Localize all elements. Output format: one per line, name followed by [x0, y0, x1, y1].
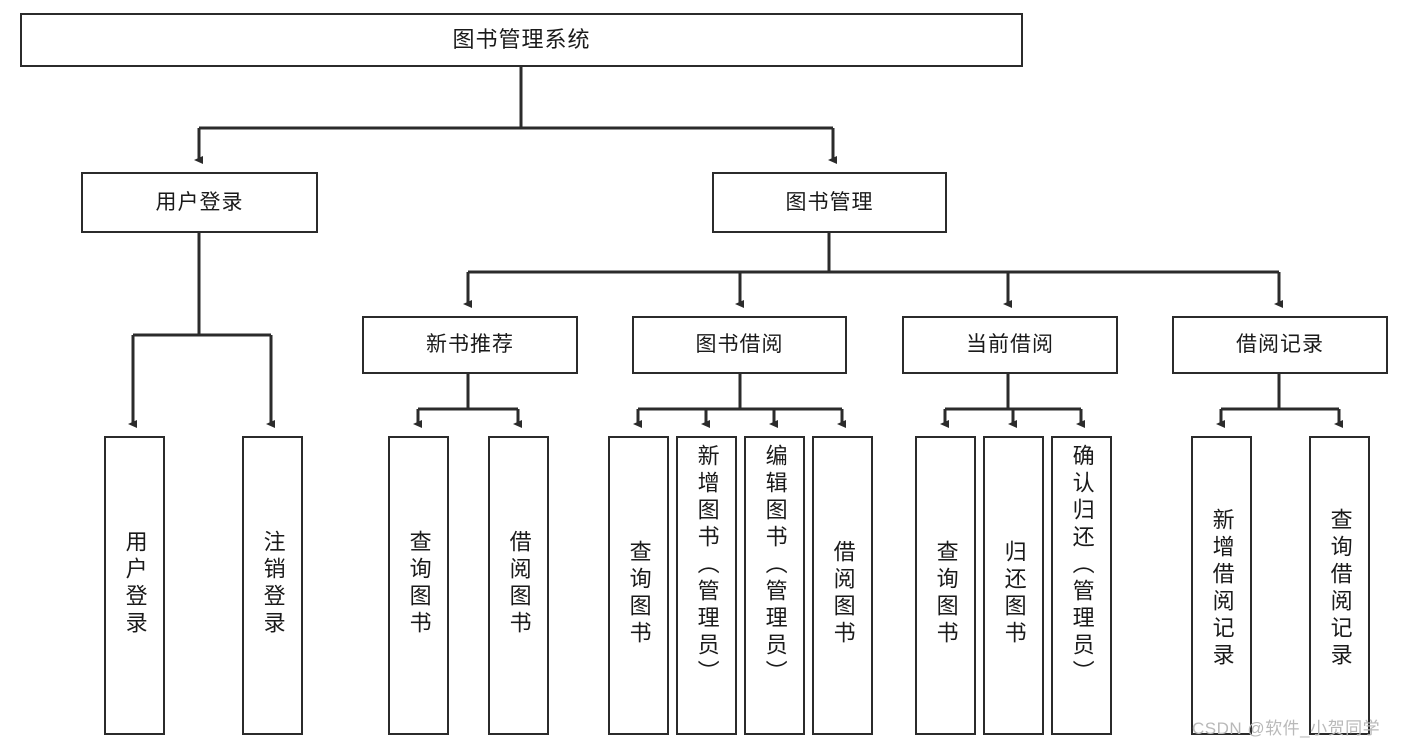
- leaf-query-borrow-record[interactable]: 查询借阅记录: [1309, 436, 1370, 735]
- node-label: 新书推荐: [426, 333, 514, 357]
- leaf-label: 新增借阅记录: [1209, 508, 1235, 670]
- leaf-return-book[interactable]: 归还图书: [983, 436, 1044, 735]
- leaf-confirm-return-admin[interactable]: 确认归还（管理员）: [1051, 436, 1112, 735]
- leaf-borrow-book[interactable]: 借阅图书: [812, 436, 873, 735]
- node-user-login[interactable]: 用户登录: [81, 172, 318, 233]
- node-book-borrow[interactable]: 图书借阅: [632, 316, 847, 374]
- node-label: 图书管理: [785, 190, 874, 214]
- leaf-label: 注销登录: [260, 530, 286, 638]
- leaf-label: 确认归还（管理员）: [1069, 444, 1095, 687]
- leaf-label: 查询借阅记录: [1327, 508, 1353, 670]
- leaf-label: 借阅图书: [830, 540, 856, 648]
- leaf-label: 查询图书: [933, 540, 959, 648]
- leaf-label: 查询图书: [626, 540, 652, 648]
- leaf-user-login[interactable]: 用户登录: [104, 436, 165, 735]
- leaf-label: 用户登录: [122, 530, 148, 638]
- leaf-label: 归还图书: [1001, 540, 1027, 648]
- node-label: 图书借阅: [695, 333, 784, 357]
- leaf-label: 查询图书: [406, 530, 432, 638]
- node-label: 图书管理系统: [452, 26, 591, 52]
- node-label: 借阅记录: [1236, 333, 1324, 357]
- leaf-logout[interactable]: 注销登录: [242, 436, 303, 735]
- leaf-query-book-new[interactable]: 查询图书: [388, 436, 449, 735]
- leaf-label: 新增图书（管理员）: [694, 444, 720, 687]
- leaf-query-book-borrow[interactable]: 查询图书: [608, 436, 669, 735]
- leaf-query-book-current[interactable]: 查询图书: [915, 436, 976, 735]
- node-borrow-record[interactable]: 借阅记录: [1172, 316, 1388, 374]
- leaf-label: 借阅图书: [506, 530, 532, 638]
- watermark-csdn: CSDN @软件_小贺同学: [1192, 719, 1381, 738]
- leaf-add-book-admin[interactable]: 新增图书（管理员）: [676, 436, 737, 735]
- leaf-edit-book-admin[interactable]: 编辑图书（管理员）: [744, 436, 805, 735]
- leaf-add-borrow-record[interactable]: 新增借阅记录: [1191, 436, 1252, 735]
- node-new-book-recommend[interactable]: 新书推荐: [362, 316, 578, 374]
- leaf-borrow-book-new[interactable]: 借阅图书: [488, 436, 549, 735]
- node-root-system[interactable]: 图书管理系统: [20, 13, 1023, 67]
- node-book-management[interactable]: 图书管理: [712, 172, 947, 233]
- node-current-borrow[interactable]: 当前借阅: [902, 316, 1118, 374]
- node-label: 当前借阅: [966, 333, 1054, 357]
- leaf-label: 编辑图书（管理员）: [762, 444, 788, 687]
- node-label: 用户登录: [155, 190, 244, 214]
